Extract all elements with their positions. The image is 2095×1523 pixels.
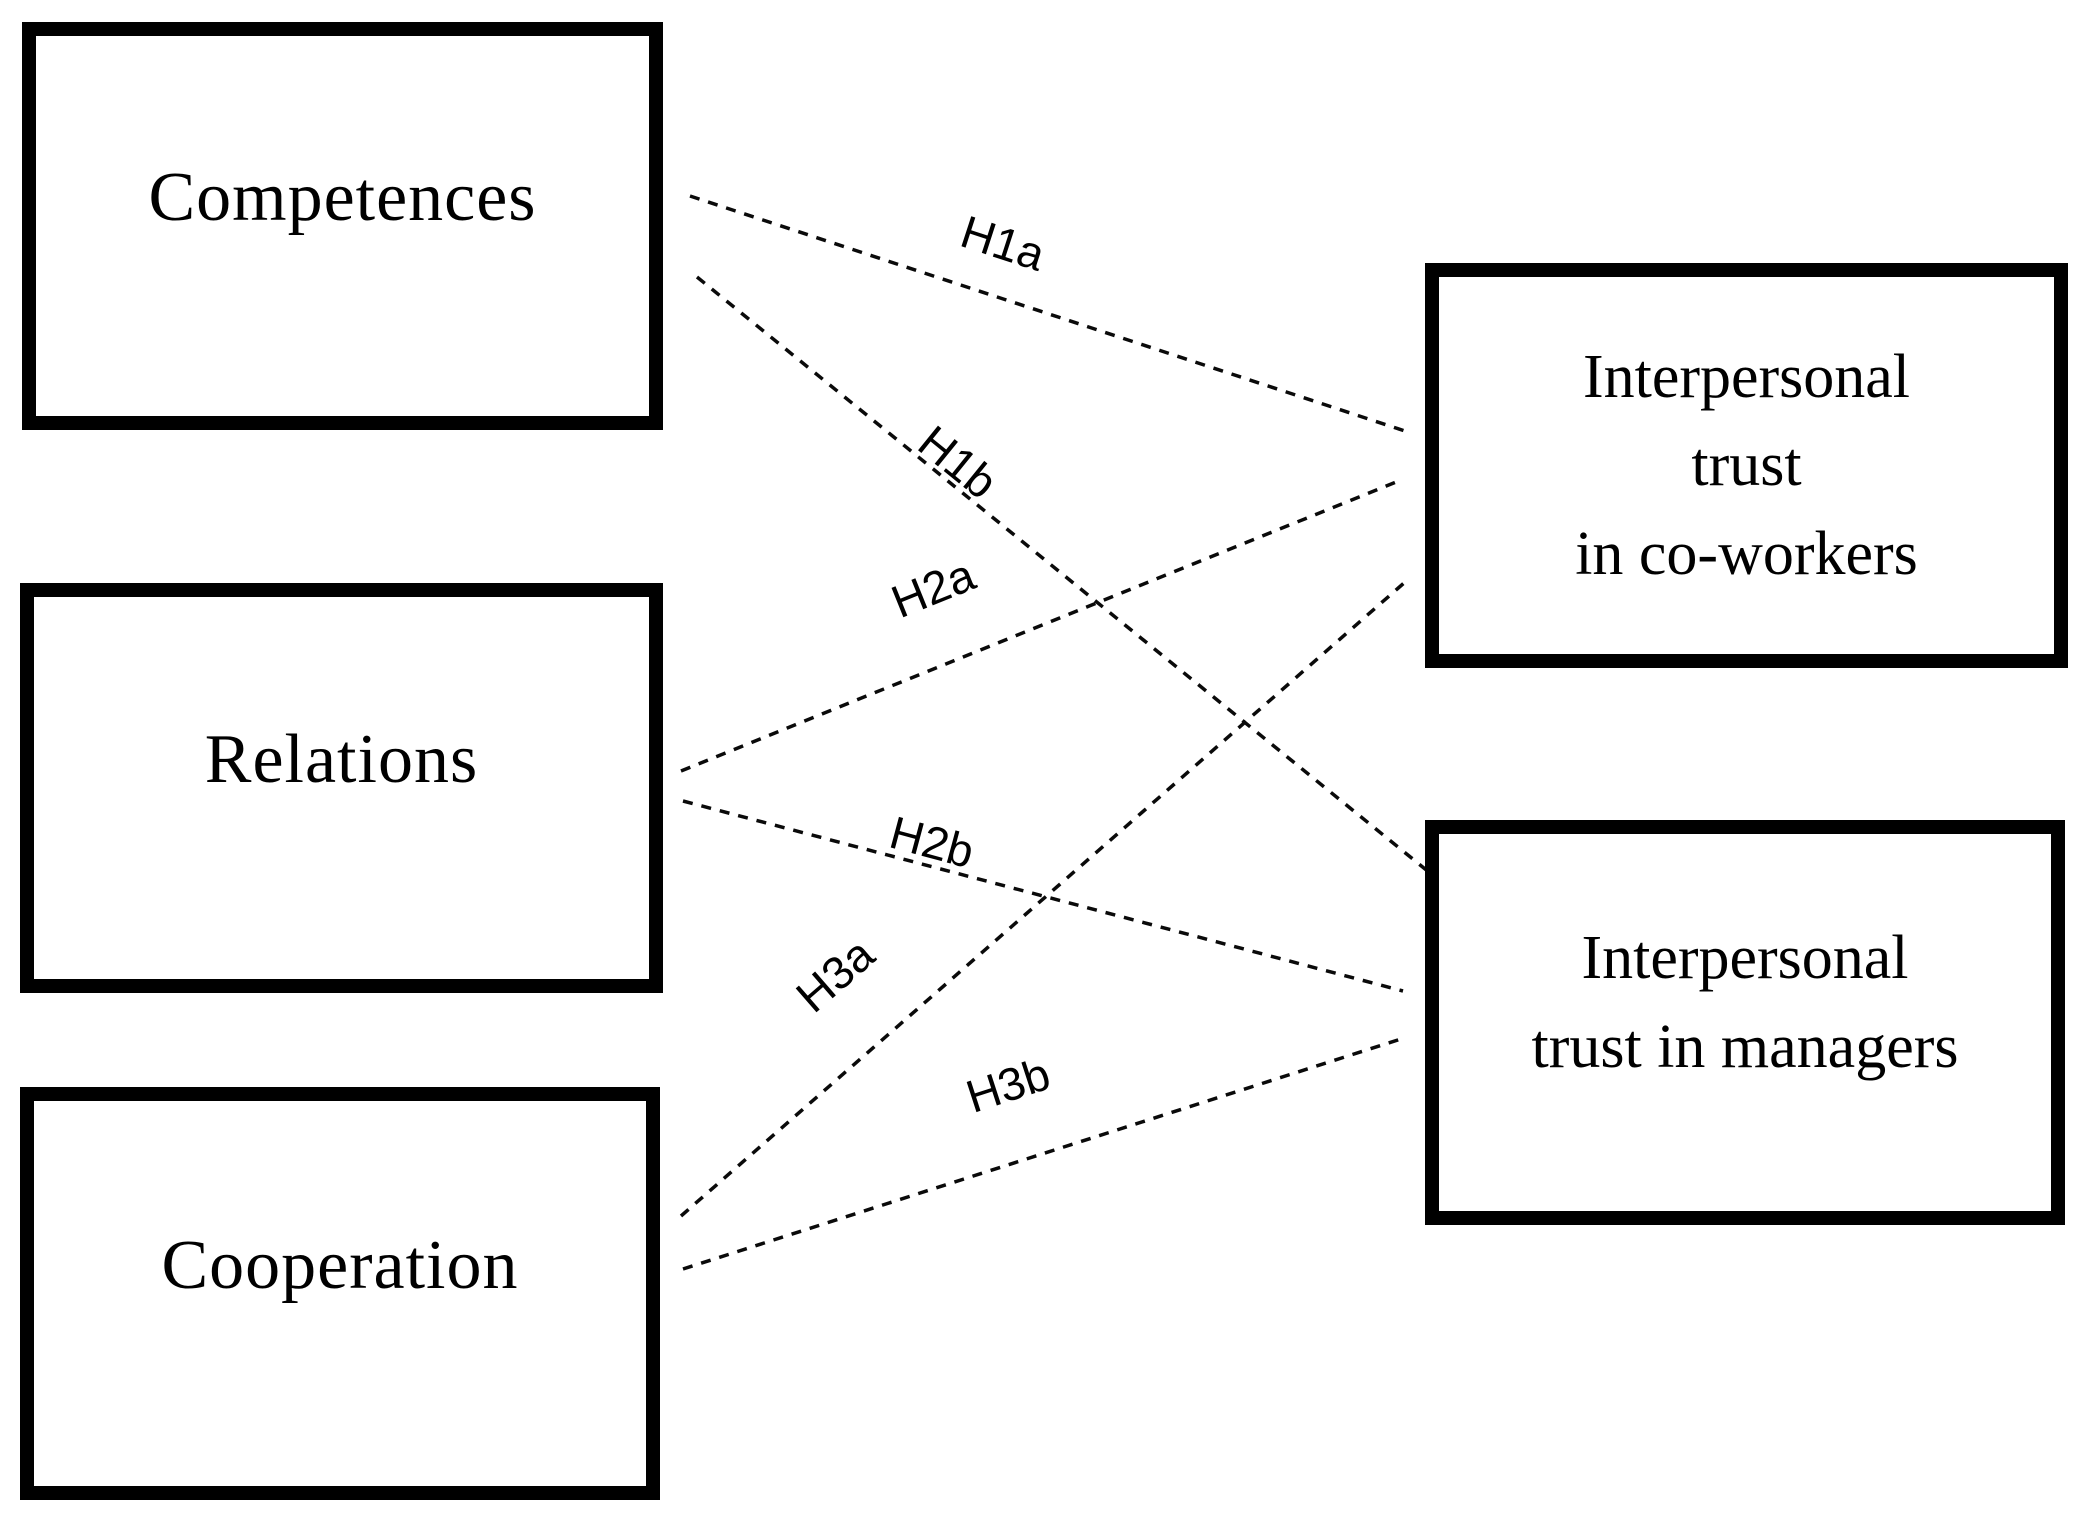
- edge-line-h1a: [689, 194, 1406, 433]
- node-trust-in-managers-label: Interpersonal trust in managers: [1531, 914, 1958, 1090]
- node-competences: Competences: [22, 22, 663, 430]
- edge-line-h2b: [682, 799, 1404, 993]
- node-cooperation: Cooperation: [20, 1087, 660, 1500]
- trust-coworkers-line3: in co-workers: [1575, 519, 1918, 588]
- trust-managers-line1: Interpersonal: [1581, 924, 1909, 993]
- node-relations-label: Relations: [204, 721, 479, 798]
- node-trust-in-managers: Interpersonal trust in managers: [1425, 820, 2065, 1225]
- edge-line-h1b: [695, 275, 1432, 875]
- trust-coworkers-line1: Interpersonal: [1582, 343, 1911, 412]
- node-trust-in-coworkers-label: Interpersonal trust in co-workers: [1575, 333, 1918, 597]
- edge-line-h2a: [680, 478, 1402, 773]
- node-competences-label: Competences: [148, 159, 537, 236]
- trust-managers-line2: trust in managers: [1531, 1012, 1959, 1081]
- edge-line-h3b: [682, 1036, 1405, 1271]
- edge-line-h3a: [679, 581, 1406, 1218]
- trust-coworkers-line2: trust: [1691, 431, 1802, 500]
- node-relations: Relations: [20, 583, 663, 993]
- node-cooperation-label: Cooperation: [161, 1226, 519, 1304]
- node-trust-in-coworkers: Interpersonal trust in co-workers: [1425, 263, 2068, 668]
